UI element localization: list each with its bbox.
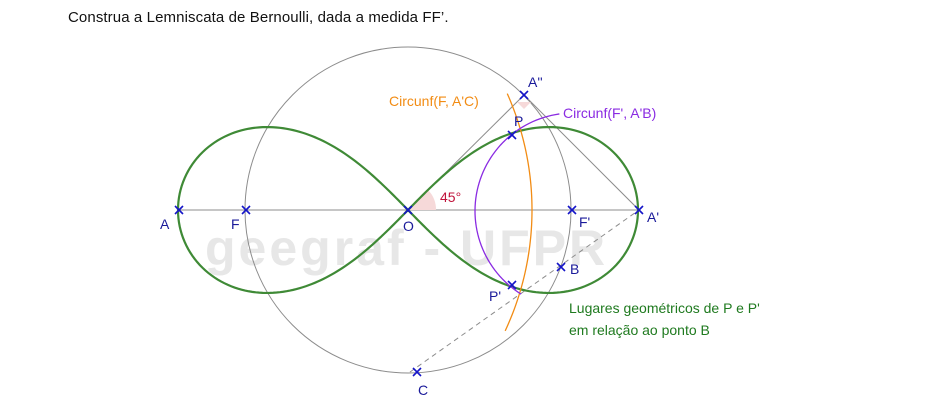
marker-a-prime [634, 205, 644, 215]
line-a-double-a-prime [523, 94, 640, 211]
angle-wedge [408, 190, 437, 210]
label-p: P [514, 113, 523, 129]
angle-label: 45° [440, 189, 461, 205]
label-b: B [570, 261, 579, 277]
marker-b [556, 262, 566, 272]
marker-a [174, 205, 184, 215]
note-line-1: Lugares geométricos de P e P' [569, 300, 760, 316]
label-a-prime: A' [647, 209, 659, 225]
marker-f [241, 205, 251, 215]
dashed-line-c-a-prime [409, 209, 640, 373]
watermark: geegraf - UFPR [205, 220, 608, 276]
purple-arc [474, 113, 560, 295]
marker-p-prime [507, 280, 517, 290]
label-f: F [231, 216, 240, 232]
label-c: C [418, 382, 428, 398]
marker-f-prime [567, 205, 577, 215]
orange-circle-label: Circunf(F, A'C) [389, 93, 479, 109]
label-a: A [160, 216, 170, 232]
label-a-double: A'' [528, 74, 543, 90]
label-p-prime: P' [489, 288, 501, 304]
note-line-2: em relação ao ponto B [569, 322, 710, 338]
label-f-prime: F' [579, 214, 590, 230]
problem-statement: Construa a Lemniscata de Bernoulli, dada… [68, 9, 449, 26]
purple-circle-label: Circunf(F', A'B) [563, 105, 656, 121]
marker-p [507, 130, 517, 140]
marker-a-double [519, 90, 529, 100]
right-angle-mark [517, 102, 531, 109]
label-o: O [403, 218, 414, 234]
marker-c [412, 367, 422, 377]
point-markers [174, 90, 644, 377]
marker-o [403, 205, 413, 215]
